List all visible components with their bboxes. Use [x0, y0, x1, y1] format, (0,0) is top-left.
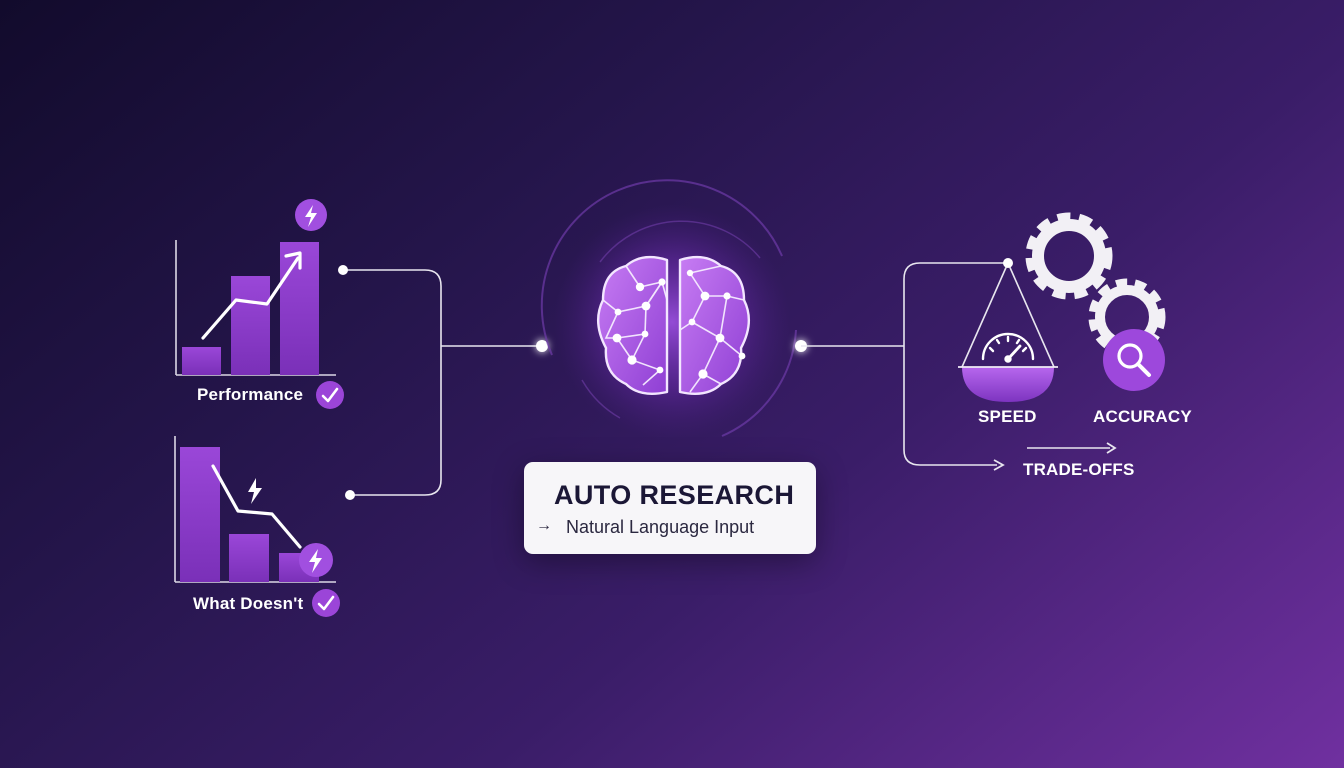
magnifier-icon — [1103, 329, 1165, 391]
what-doesnt-trend-line — [211, 464, 302, 549]
performance-trend-arrow — [201, 256, 300, 340]
what-doesnt-chart — [174, 436, 336, 583]
what-doesnt-bar-2 — [229, 534, 269, 582]
performance-bar-2 — [231, 276, 270, 375]
lightning-icon — [295, 199, 327, 231]
card-subtitle: Natural Language Input — [566, 517, 755, 537]
card-title: AUTO RESEARCH — [554, 480, 795, 510]
tradeoffs-label: TRADE-OFFS — [1023, 460, 1135, 479]
what-doesnt-label: What Doesn't — [193, 594, 304, 613]
lightning-icon — [299, 543, 333, 577]
connector-dot — [345, 490, 355, 500]
speedometer-icon — [981, 332, 1035, 363]
right-connectors — [801, 262, 1117, 471]
speed-label: SPEED — [978, 407, 1037, 426]
auto-research-card: AUTO RESEARCH → Natural Language Input — [524, 462, 816, 554]
gear-icon — [1025, 212, 1113, 300]
accuracy-label: ACCURACY — [1093, 407, 1192, 426]
brain-icon — [540, 179, 797, 440]
lightning-icon — [248, 478, 262, 504]
performance-chart — [175, 199, 336, 376]
left-connectors — [343, 269, 542, 496]
arrow-icon: → — [536, 517, 552, 534]
performance-arrowhead — [284, 251, 302, 270]
check-icon — [316, 381, 344, 409]
check-icon — [312, 589, 340, 617]
scale-icon — [958, 258, 1058, 402]
performance-label: Performance — [197, 385, 304, 404]
performance-bar-1 — [182, 347, 221, 375]
connector-dot — [536, 340, 548, 352]
connector-dot — [338, 265, 348, 275]
